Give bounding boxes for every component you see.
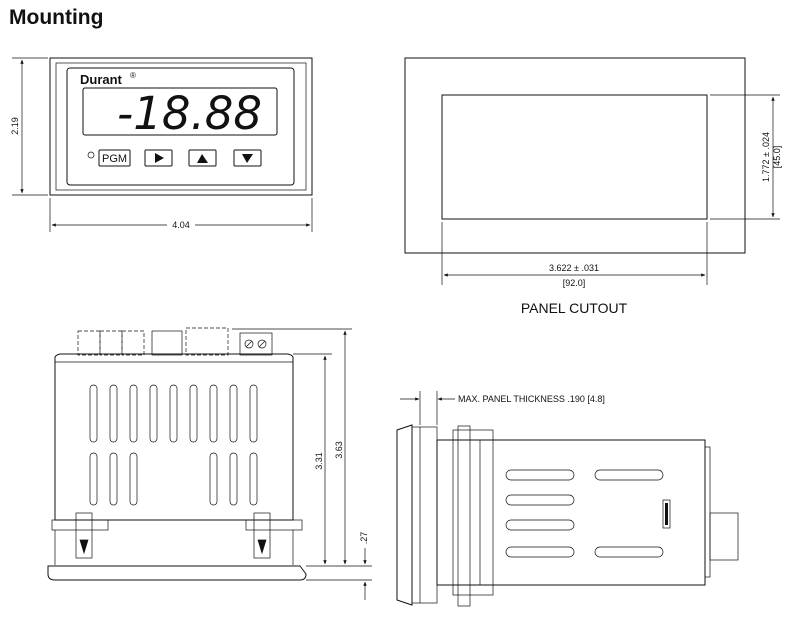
panel-section	[419, 426, 438, 604]
cutout-opening	[441, 94, 708, 220]
panel-cutout-caption: PANEL CUTOUT	[521, 300, 628, 316]
rear-connector	[709, 512, 739, 561]
top-inner-dim: 3.31	[314, 452, 324, 470]
triangle-up-icon	[197, 154, 208, 163]
side-view: MAX. PANEL THICKNESS .190 [4.8]	[396, 391, 739, 607]
front-bezel-top-view	[47, 565, 307, 581]
page-title: Mounting	[9, 6, 104, 29]
cutout-height-dim: 1.772 ± .024	[761, 132, 771, 182]
front-height-dim: 2.19	[10, 117, 20, 135]
housing-top	[54, 353, 294, 521]
mounting-clip-right	[245, 512, 303, 559]
brand-logo: Durant	[80, 72, 123, 87]
top-view: 3.31 3.63 .27	[47, 327, 372, 600]
brand-registered-mark: ®	[130, 71, 136, 80]
panel-outline	[404, 57, 746, 254]
top-bezel-dim: .27	[359, 532, 369, 545]
front-bezel-inner	[55, 62, 307, 191]
panel-thickness-note: MAX. PANEL THICKNESS .190 [4.8]	[458, 394, 605, 404]
triangle-down-icon	[242, 154, 253, 163]
front-face	[66, 67, 295, 186]
triangle-right-icon	[155, 153, 164, 163]
front-width-dim: 4.04	[172, 220, 190, 230]
side-housing	[436, 439, 706, 586]
display-readout: -18.88	[117, 87, 262, 140]
display-window	[82, 87, 278, 136]
pgm-button-label: PGM	[102, 153, 127, 165]
cutout-width-dim: 3.622 ± .031	[549, 263, 599, 273]
panel-cutout-view: 1.772 ± .024 [45.0] 3.622 ± .031 [92.0] …	[404, 57, 782, 316]
cutout-width-dim-metric: [92.0]	[563, 278, 586, 288]
down-button[interactable]	[233, 149, 262, 167]
terminal-block	[239, 332, 273, 356]
mounting-clip-left	[51, 512, 109, 559]
up-button[interactable]	[188, 149, 217, 167]
cutout-height-dim-metric: [45.0]	[772, 146, 782, 169]
side-bezel	[396, 424, 413, 606]
status-led	[87, 151, 95, 159]
front-bezel-outer	[49, 57, 313, 196]
pgm-button[interactable]: PGM	[98, 149, 131, 167]
front-view: Durant ® -18.88 PGM 2.19 4.04	[10, 57, 313, 232]
right-button[interactable]	[144, 149, 173, 167]
top-outer-dim: 3.63	[334, 441, 344, 459]
